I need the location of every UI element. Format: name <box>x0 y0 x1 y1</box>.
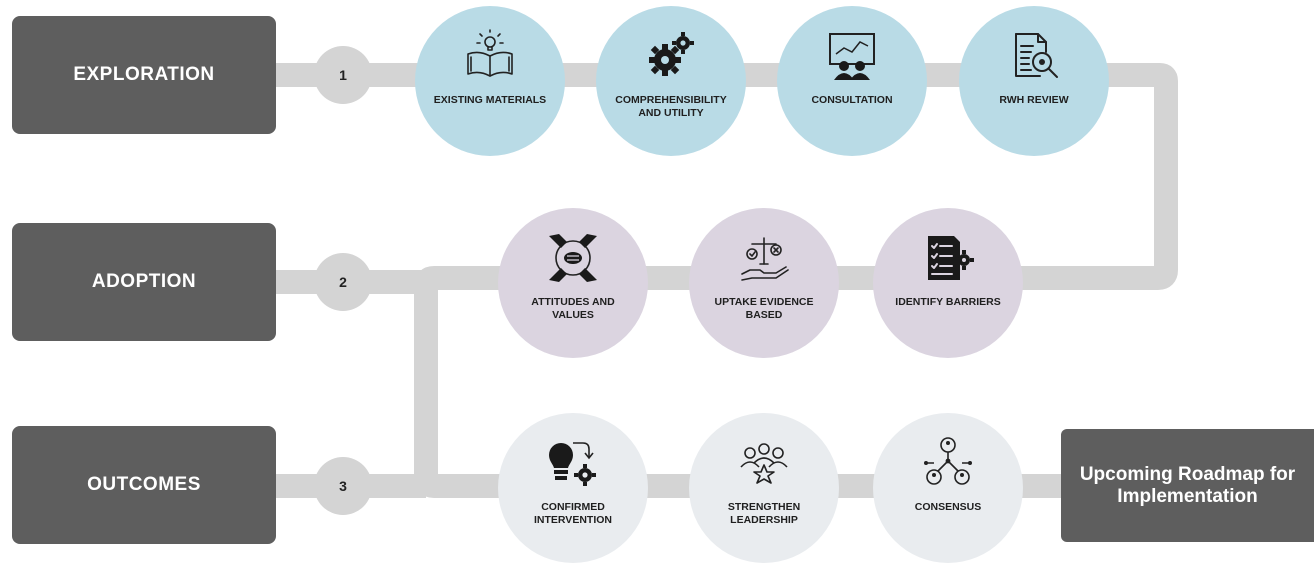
step-number-badge: 1 <box>314 46 372 104</box>
step-confirmed-intervention: CONFIRMED INTERVENTION <box>498 413 648 563</box>
step-number: 3 <box>339 478 347 494</box>
lightbulb-gear-icon <box>549 442 596 486</box>
phase-label: OUTCOMES <box>87 474 201 495</box>
team-leader-star-icon <box>740 443 788 484</box>
step-uptake-evidence-based: UPTAKE EVIDENCE BASED <box>689 208 839 358</box>
step-label: RWH REVIEW <box>999 94 1069 106</box>
step-comprehensibility-and-utility: COMPREHENSIBILITY AND UTILITY <box>596 6 746 156</box>
step-label: CONSENSUS <box>914 501 982 513</box>
phase-label: EXPLORATION <box>73 64 215 85</box>
phase-adoption: ADOPTION <box>12 223 276 341</box>
gears-icon <box>649 32 694 76</box>
step-number: 1 <box>339 67 347 83</box>
balance-scale-hand-icon <box>741 237 789 281</box>
people-network-icon <box>924 437 972 485</box>
step-number: 2 <box>339 274 347 290</box>
document-magnifier-icon <box>1015 33 1058 78</box>
roadmap-diagram: EXPLORATION ADOPTION OUTCOMES 1 2 3 EXIS… <box>12 6 1314 563</box>
step-label: STRENGTHEN LEADERSHIP <box>727 501 801 526</box>
phase-outcomes: OUTCOMES <box>12 426 276 544</box>
step-consensus: CONSENSUS <box>873 413 1023 563</box>
roadmap-box: Upcoming Roadmap for Implementation <box>1061 429 1314 542</box>
checklist-gear-icon <box>928 236 974 280</box>
step-attitudes-and-values: ATTITUDES AND VALUES <box>498 208 648 358</box>
step-label: COMPREHENSIBILITY AND UTILITY <box>615 94 727 119</box>
step-consultation: CONSULTATION <box>777 6 927 156</box>
roadmap-label: Upcoming Roadmap for Implementation <box>1079 463 1296 507</box>
step-label: CONSULTATION <box>811 94 893 106</box>
phase-label: ADOPTION <box>91 271 197 292</box>
phase-exploration: EXPLORATION <box>12 16 276 134</box>
joined-hands-icon <box>549 234 597 282</box>
step-label: EXISTING MATERIALS <box>433 94 547 106</box>
step-strengthen-leadership: STRENGTHEN LEADERSHIP <box>689 413 839 563</box>
step-identify-barriers: IDENTIFY BARRIERS <box>873 208 1023 358</box>
presentation-meeting-icon <box>829 33 875 80</box>
open-book-lightbulb-icon <box>467 29 513 77</box>
step-rwh-review: RWH REVIEW <box>959 6 1109 156</box>
step-label: UPTAKE EVIDENCE BASED <box>714 296 814 321</box>
step-number-badge: 3 <box>314 457 372 515</box>
step-number-badge: 2 <box>314 253 372 311</box>
step-label: IDENTIFY BARRIERS <box>895 296 1001 308</box>
step-existing-materials: EXISTING MATERIALS <box>415 6 565 156</box>
step-label: ATTITUDES AND VALUES <box>531 296 615 321</box>
step-label: CONFIRMED INTERVENTION <box>534 501 612 526</box>
